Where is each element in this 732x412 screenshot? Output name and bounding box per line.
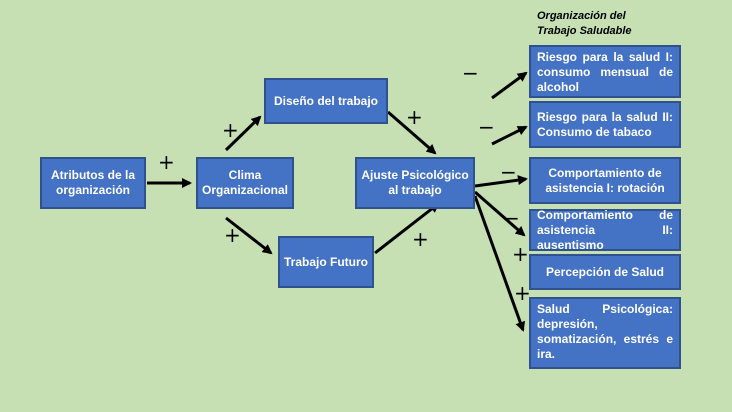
arrow-diseno-ajuste xyxy=(387,110,437,155)
sign-plus-futuro-ajuste: + xyxy=(412,227,429,251)
arrow-ajuste-riesgo2 xyxy=(491,125,528,146)
sign-plus-diseno-ajuste: + xyxy=(406,105,423,129)
title-line-2: Trabajo Saludable xyxy=(537,25,632,37)
node-riesgo1: Riesgo para la salud I: consumo mensual … xyxy=(529,45,681,98)
node-diseno: Diseño del trabajo xyxy=(264,78,388,124)
sign-plus-percepcion: + xyxy=(512,242,529,266)
sign-minus-comp1: − xyxy=(500,160,517,184)
sign-plus-clima-futuro: + xyxy=(224,223,241,247)
arrow-ajuste-comp2 xyxy=(474,190,526,237)
node-comp2: Comportamiento de asistencia II: ausenti… xyxy=(529,208,681,252)
arrow-clima-futuro xyxy=(225,216,273,255)
node-futuro: Trabajo Futuro xyxy=(278,236,374,288)
node-ajuste: Ajuste Psicológico al trabajo xyxy=(355,157,475,209)
diagram-title: Organización del Trabajo Saludable xyxy=(537,9,632,39)
arrow-clima-diseno xyxy=(224,115,262,152)
sign-plus-atributos-clima: + xyxy=(158,150,175,174)
arrow-ajuste-riesgo1 xyxy=(491,71,528,100)
node-salud: Salud Psicológica: depresión, somatizaci… xyxy=(529,297,681,369)
arrow-futuro-ajuste xyxy=(374,202,440,255)
node-percepcion: Percepción de Salud xyxy=(529,254,681,290)
sign-minus-comp2: − xyxy=(503,206,520,230)
arrow-ajuste-salud xyxy=(473,195,526,332)
title-line-1: Organización del xyxy=(537,10,626,22)
arrow-ajuste-comp1 xyxy=(474,175,528,188)
sign-minus-riesgo1: − xyxy=(462,61,479,85)
sign-minus-riesgo2: − xyxy=(478,115,495,139)
sign-plus-clima-diseno: + xyxy=(222,118,239,142)
node-riesgo2: Riesgo para la salud II: Consumo de taba… xyxy=(529,101,681,148)
node-clima: Clima Organizacional xyxy=(196,157,294,209)
node-atributos: Atributos de la organización xyxy=(40,157,146,209)
sign-plus-salud: + xyxy=(514,281,531,305)
node-comp1: Comportamiento de asistencia I: rotación xyxy=(529,157,681,204)
